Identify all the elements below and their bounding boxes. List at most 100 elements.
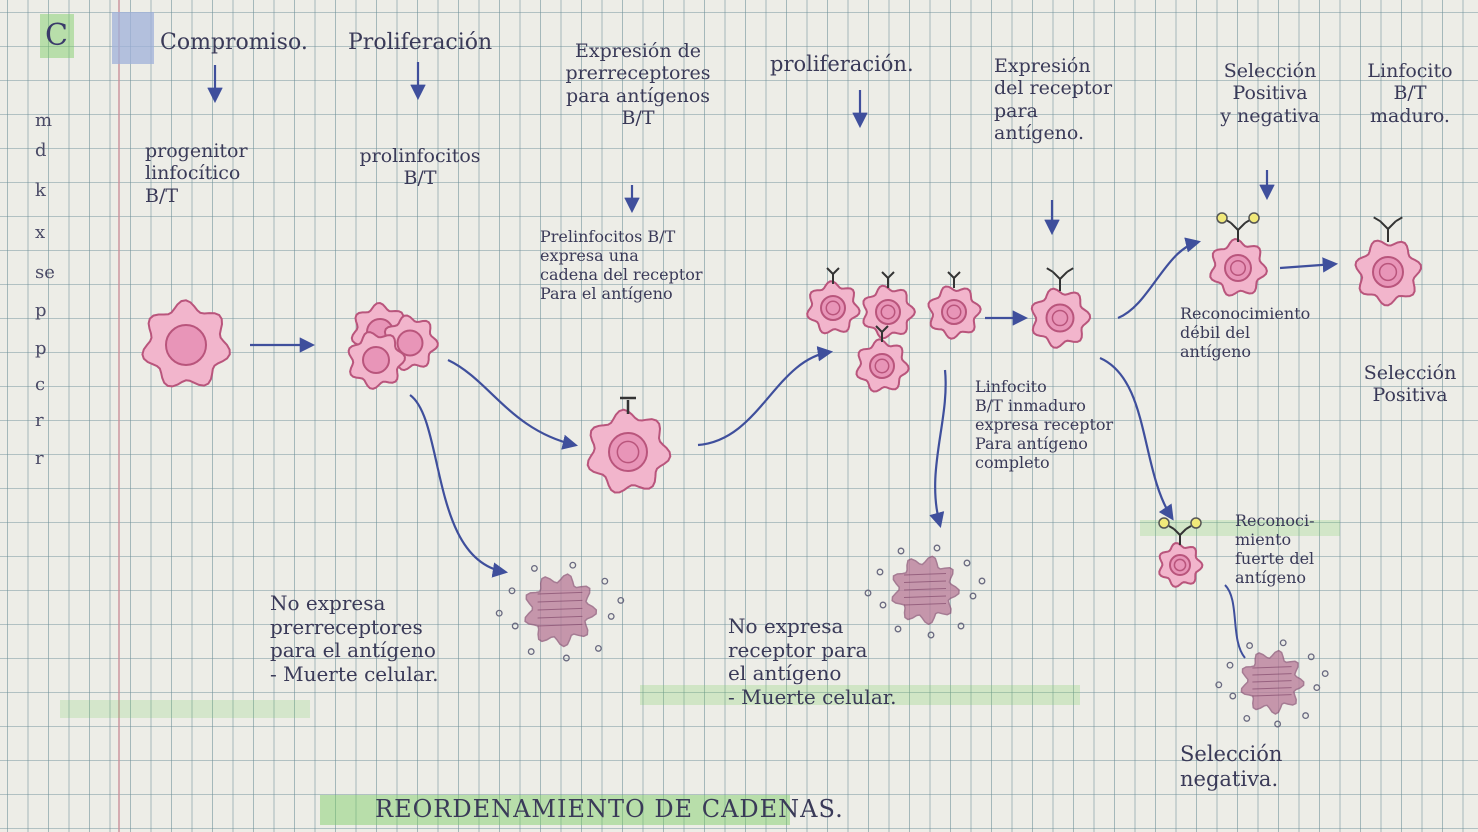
receptor-icon (826, 267, 840, 284)
lymphocyte-cell (927, 285, 982, 340)
header-proliferacion-2: proliferación. (770, 52, 914, 76)
apoptotic-body (495, 609, 503, 617)
label-seleccion-negativa: Selección negativa. (1180, 742, 1283, 791)
cell-nucleus (1224, 254, 1252, 282)
label-muerte-2: No expresa receptor para el antígeno - M… (728, 614, 897, 709)
cell-nucleolus (1051, 309, 1069, 327)
lymphocyte-cell (806, 280, 861, 335)
apoptotic-body (1279, 639, 1287, 647)
apoptotic-body (933, 544, 941, 552)
apoptotic-body (1215, 681, 1223, 689)
cell-nucleus (869, 353, 895, 379)
cell-nucleus (875, 299, 901, 325)
apoptotic-body (1229, 692, 1237, 700)
apoptotic-body (594, 644, 602, 652)
apoptotic-body (978, 577, 986, 585)
label-muerte-1: No expresa prerreceptores para el antíge… (270, 591, 439, 686)
pre-receptor-icon (620, 396, 636, 414)
margin-letter: k (35, 180, 46, 201)
highlight (60, 700, 310, 718)
apoptotic-body (1313, 684, 1321, 692)
receptor-icon (947, 271, 961, 288)
margin-letter: d (35, 140, 47, 161)
lymphocyte-cell (862, 284, 916, 340)
receptor-icon (881, 271, 895, 288)
lymphocyte-cell (1158, 542, 1204, 588)
apoptotic-body (963, 559, 971, 567)
apoptotic-body (530, 564, 538, 572)
antigen-dot (1216, 212, 1228, 224)
label-progenitor: progenitor linfocítico B/T (145, 140, 248, 207)
cell-nucleolus (616, 440, 640, 464)
apoptotic-body (607, 612, 615, 620)
header-expresion-receptor: Expresión del receptor para antígeno. (994, 55, 1113, 145)
cell-nucleus (396, 329, 424, 357)
dead-cell-body (1240, 649, 1305, 715)
highlight (1140, 520, 1340, 536)
apoptotic-body (864, 589, 872, 597)
apoptotic-body (894, 625, 902, 633)
apoptotic-cell (1215, 639, 1329, 728)
cell-nucleus (1045, 303, 1075, 333)
apoptotic-body (1302, 712, 1310, 720)
margin-letter: p (35, 300, 47, 321)
apoptotic-body (897, 547, 905, 555)
lymphocyte-cell (586, 408, 672, 494)
cell-nucleus (820, 295, 846, 321)
apoptotic-body (927, 631, 935, 639)
margin-letter: c (35, 374, 46, 395)
apoptotic-body (876, 568, 884, 576)
cell-nucleus (165, 324, 207, 366)
footer-title: REORDENAMIENTO DE CADENAS. (375, 795, 844, 823)
antigen-dot (1158, 517, 1170, 529)
page-letter: C (45, 18, 68, 53)
cell-nucleolus (874, 358, 890, 374)
arrow-to-proliferation-2 (697, 346, 834, 447)
cell-nucleolus (1229, 259, 1247, 277)
label-reconocimiento-fuerte: Reconoci- miento fuerte del antígeno (1235, 511, 1315, 587)
label-prolinfocitos: prolinfocitos B/T (359, 145, 481, 190)
lymphocyte-cell (141, 299, 231, 388)
index-tab (112, 12, 154, 64)
highlight (640, 685, 1080, 705)
apoptotic-body (1307, 653, 1315, 661)
margin-letter: se (35, 262, 55, 283)
margin-letter: r (35, 448, 44, 469)
apoptotic-body (511, 622, 519, 630)
header-linfocito-maduro: Linfocito B/T maduro. (1367, 60, 1453, 127)
arrow-to-positive (1117, 237, 1201, 320)
apoptotic-cell (864, 544, 986, 639)
apoptotic-body (1243, 714, 1251, 722)
label-inmaduro: Linfocito B/T inmaduro expresa receptor … (975, 377, 1114, 472)
cell-nucleus (941, 299, 967, 325)
margin-letter: x (35, 222, 46, 243)
apoptotic-body (1226, 661, 1234, 669)
cell-nucleolus (1173, 558, 1187, 572)
receptor-icon (875, 325, 889, 342)
cell-nucleolus (825, 300, 841, 316)
apoptotic-body (969, 592, 977, 600)
arrow-to-mature (1279, 257, 1339, 273)
receptor-icon (1046, 267, 1074, 291)
antigen-dot (1248, 212, 1260, 224)
receptor-icon (1168, 525, 1192, 545)
label-reconocimiento-debil: Reconocimiento débil del antígeno (1180, 304, 1311, 361)
apoptotic-body (601, 577, 609, 585)
lymphocyte-cell (1209, 237, 1268, 297)
highlight (320, 795, 790, 825)
receptor-icon (1224, 218, 1252, 242)
cell-nucleolus (880, 304, 896, 320)
receptor-icon (1373, 216, 1403, 242)
apoptotic-body (1274, 720, 1282, 728)
label-prelinfocitos: Prelinfocitos B/T expresa una cadena del… (540, 227, 703, 303)
lymphocyte-cell (855, 338, 910, 393)
cell-nucleus (362, 346, 390, 374)
arrow-to-death-2 (929, 369, 947, 528)
lymphocyte-cell (1354, 239, 1423, 307)
arrow-to-death-3 (1224, 584, 1246, 659)
highlight (40, 14, 74, 58)
margin-letter: r (35, 410, 44, 431)
cell-nucleus (608, 432, 648, 472)
